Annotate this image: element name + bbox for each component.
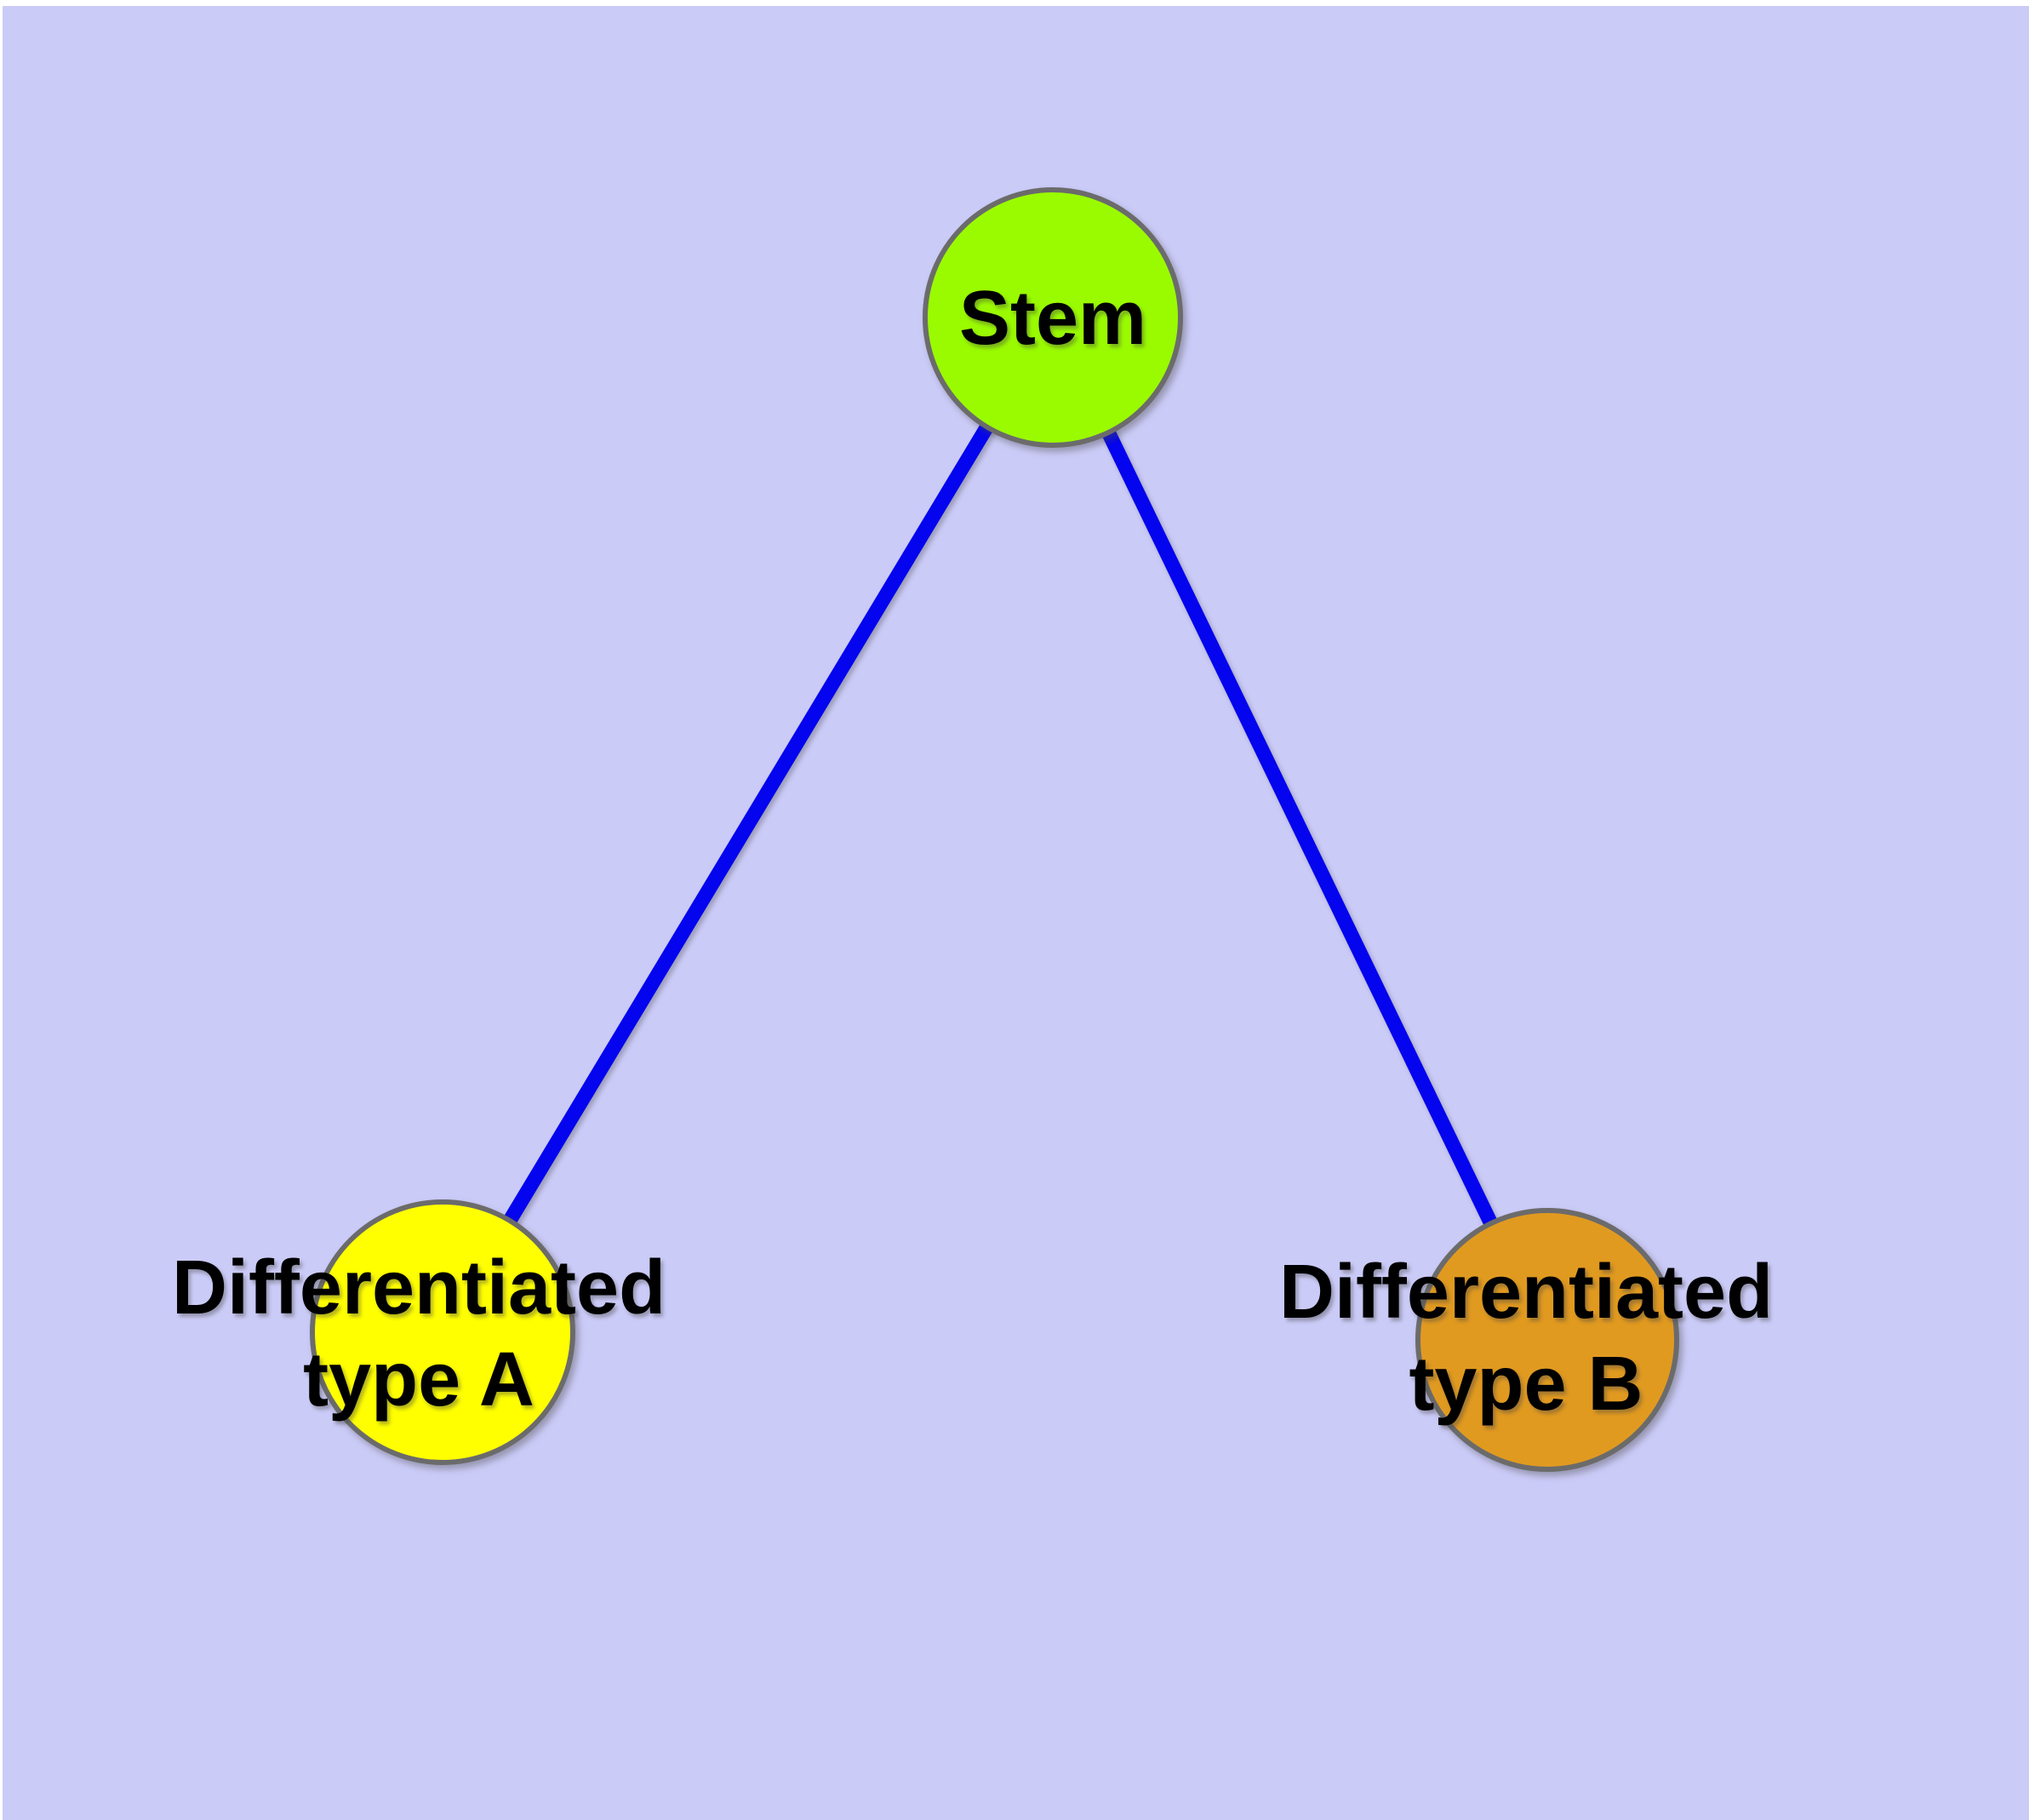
node-stem: [923, 187, 1183, 448]
node-differentiated-type-b: [1415, 1208, 1679, 1472]
node-differentiated-type-a: [310, 1199, 575, 1465]
edge-stem-to-type-a: [436, 313, 1060, 1336]
edge-stem-to-type-b: [1046, 314, 1554, 1343]
